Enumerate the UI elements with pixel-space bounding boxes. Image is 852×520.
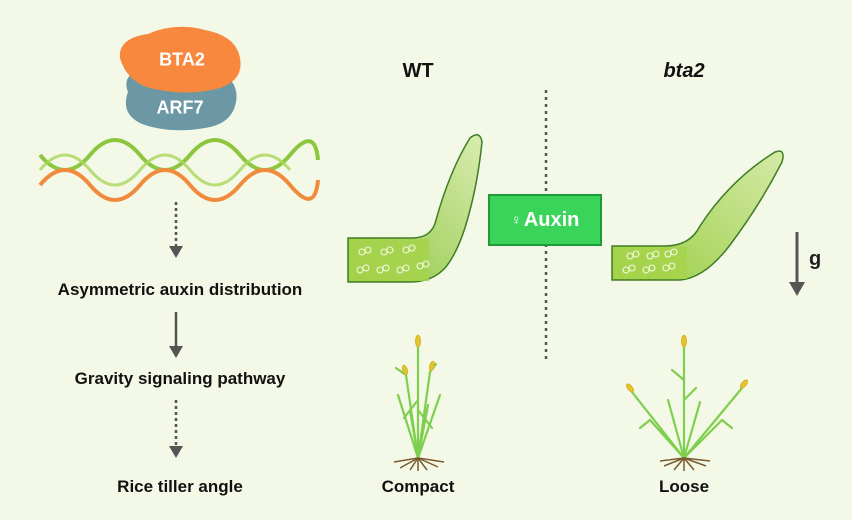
step-tiller-angle: Rice tiller angle — [117, 477, 243, 496]
dna-strand-green — [38, 138, 320, 172]
bta2-panicles — [625, 334, 749, 393]
arf7-label: ARF7 — [156, 97, 204, 118]
arrow-dotted-2 — [169, 400, 183, 458]
column-header-bta2: bta2 — [663, 60, 705, 82]
phenotype-loose: Loose — [658, 477, 710, 496]
wt-roots — [393, 457, 445, 471]
arrow-dotted-1 — [169, 202, 183, 258]
wt-auxin-zone — [349, 239, 429, 281]
step-gravity-signaling: Gravity signaling pathway — [74, 369, 286, 388]
dna-strand-orange — [38, 168, 320, 202]
column-header-wt: WT — [402, 60, 434, 82]
bta2-plant-illustration — [630, 343, 744, 460]
bta2-auxin-zone — [613, 247, 687, 279]
auxin-molecule-icon: ♀ — [510, 211, 522, 229]
bta2-roots — [659, 457, 711, 471]
dna-strand-green-2 — [38, 153, 292, 187]
gravity-label: g — [809, 248, 822, 270]
bta2-label: BTA2 — [159, 49, 205, 70]
gravity-arrow — [789, 232, 805, 296]
wt-auxin-molecules — [356, 244, 430, 274]
wt-panicles — [402, 334, 435, 376]
phenotype-compact: Compact — [381, 477, 455, 496]
step-asymmetric-auxin: Asymmetric auxin distribution — [57, 280, 303, 299]
dna-helix — [38, 138, 320, 202]
bta2-auxin-molecules — [622, 248, 678, 274]
wt-plant-illustration — [394, 343, 442, 460]
auxin-box: ♀ Auxin — [488, 194, 602, 246]
auxin-label: Auxin — [523, 208, 580, 231]
arrow-solid — [169, 312, 183, 358]
bta2-blob — [119, 26, 241, 93]
